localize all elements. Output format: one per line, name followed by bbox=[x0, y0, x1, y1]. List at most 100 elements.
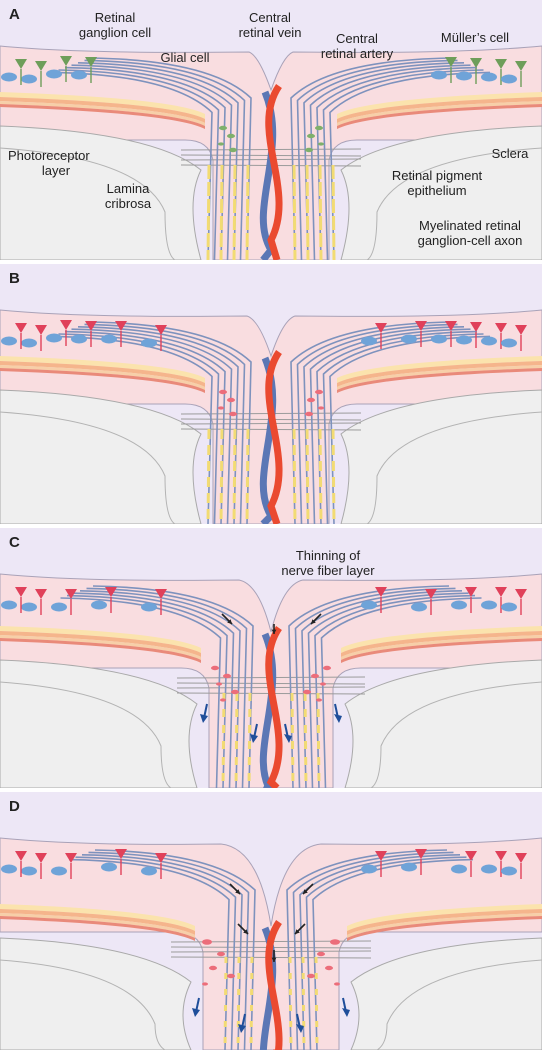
choroid-band-left bbox=[0, 631, 201, 657]
mullers-cell-nucleus bbox=[361, 600, 377, 610]
choroid-band-left bbox=[0, 368, 205, 393]
glial-cell bbox=[209, 965, 217, 971]
axon-left bbox=[58, 333, 220, 524]
retinal-ganglion-cell bbox=[515, 61, 527, 71]
myelin-sheath-left bbox=[219, 164, 224, 260]
label-myelinated-axon-line1: Myelinated retinal bbox=[419, 218, 521, 233]
retinal-ganglion-cell bbox=[35, 325, 47, 335]
panel-d-label: D bbox=[9, 798, 20, 815]
axon-left bbox=[77, 326, 239, 524]
retinal-ganglion-cell bbox=[60, 56, 72, 66]
label-retinal-ganglion-cell-line1: Retinal bbox=[94, 10, 136, 25]
tissue-loss-arrowhead bbox=[295, 929, 300, 934]
choroid-band-right bbox=[347, 904, 542, 931]
panel-d: D bbox=[0, 792, 542, 1050]
choroid-band-right bbox=[347, 913, 542, 938]
retinal-ganglion-cell bbox=[465, 587, 477, 597]
panel-b-drawing bbox=[0, 309, 542, 524]
sclera-inner-left bbox=[0, 959, 166, 1050]
glial-cell bbox=[307, 133, 315, 139]
sclera-inner-right bbox=[366, 147, 542, 260]
axon-left bbox=[58, 69, 220, 260]
sclera-right bbox=[340, 125, 542, 260]
retinal-ganglion-cell bbox=[15, 323, 27, 333]
retinal-ganglion-cell bbox=[15, 59, 27, 69]
panel-a: A Retinal ganglion cell Central retinal … bbox=[0, 0, 542, 260]
panel-c-drawing bbox=[0, 573, 542, 788]
choroid-band-right bbox=[347, 909, 542, 935]
mullers-cell-nucleus bbox=[1, 72, 17, 82]
mullers-cell-nucleus bbox=[481, 336, 497, 346]
sclera-inner-right bbox=[366, 411, 542, 524]
glial-cell bbox=[227, 397, 235, 403]
glial-cell bbox=[325, 965, 333, 971]
mullers-cell-nucleus bbox=[501, 74, 517, 84]
retinal-ganglion-cell bbox=[495, 587, 507, 597]
choroid-band-left bbox=[0, 97, 205, 123]
sclera-left bbox=[0, 389, 202, 524]
glial-cell bbox=[315, 125, 323, 131]
choroid-band-right bbox=[337, 361, 542, 387]
mullers-cell-nucleus bbox=[456, 71, 472, 81]
mullers-cell-nucleus bbox=[501, 338, 517, 348]
retinal-ganglion-cell bbox=[495, 851, 507, 861]
label-photoreceptor-layer-line2: layer bbox=[41, 163, 71, 178]
label-central-retinal-artery-line1: Central bbox=[336, 31, 378, 46]
choroid-band-left bbox=[0, 365, 205, 390]
panel-b-label: B bbox=[9, 270, 20, 287]
sclera-left bbox=[0, 659, 198, 788]
axon-right bbox=[296, 59, 458, 260]
retinal-ganglion-cell bbox=[445, 57, 457, 67]
mullers-cell-nucleus bbox=[361, 864, 377, 874]
mullers-cell-nucleus bbox=[141, 602, 157, 612]
mullers-cell-nucleus bbox=[51, 866, 67, 876]
retinal-ganglion-cell bbox=[115, 849, 127, 859]
glial-cell bbox=[315, 389, 323, 395]
axoplasmic-flow-arrowhead bbox=[200, 714, 208, 723]
glial-cell bbox=[227, 973, 235, 979]
axon-left bbox=[84, 59, 246, 260]
axon-right bbox=[320, 597, 482, 788]
glial-cell bbox=[220, 698, 226, 702]
retinal-ganglion-cell bbox=[85, 321, 97, 331]
label-central-retinal-vein-line2: retinal vein bbox=[238, 25, 302, 40]
central-retinal-artery bbox=[265, 350, 283, 524]
glial-cell bbox=[318, 142, 324, 146]
axon-left bbox=[86, 587, 248, 788]
mullers-cell-nucleus bbox=[51, 602, 67, 612]
tissue-loss-arrowhead bbox=[227, 619, 232, 624]
glial-cell bbox=[227, 133, 235, 139]
retinal-ganglion-cell bbox=[515, 853, 527, 863]
axon-left bbox=[64, 330, 226, 524]
panel-divider bbox=[0, 524, 542, 528]
mullers-cell-nucleus bbox=[481, 864, 497, 874]
glial-cell bbox=[216, 682, 222, 686]
label-thinning-line1: Thinning of bbox=[295, 548, 361, 563]
mullers-cell-nucleus bbox=[46, 333, 62, 343]
choroid-band-right bbox=[337, 97, 542, 123]
glial-cell bbox=[334, 982, 340, 986]
glial-cell bbox=[323, 665, 331, 671]
sclera-inner-right bbox=[376, 959, 542, 1050]
mullers-cell-nucleus bbox=[46, 69, 62, 79]
retinal-ganglion-cell bbox=[415, 321, 427, 331]
tissue-loss-arrowhead bbox=[243, 929, 248, 934]
axon-left bbox=[77, 62, 239, 260]
mullers-cell-nucleus bbox=[481, 72, 497, 82]
label-thinning-nerve-fiber-layer: Thinning of nerve fiber layer bbox=[268, 548, 388, 578]
myelin-sheath-right bbox=[305, 164, 310, 260]
tissue-loss-arrowhead bbox=[311, 619, 316, 624]
mullers-cell-nucleus bbox=[401, 334, 417, 344]
glial-cell bbox=[219, 125, 227, 131]
mullers-cell-nucleus bbox=[501, 866, 517, 876]
axoplasmic-flow-arrowhead bbox=[342, 1008, 350, 1017]
label-retinal-pigment-epithelium: Retinal pigment epithelium bbox=[372, 168, 502, 198]
label-lamina-cribrosa-line2: cribrosa bbox=[104, 196, 152, 211]
glial-cell bbox=[202, 982, 208, 986]
mullers-cell-nucleus bbox=[71, 70, 87, 80]
retinal-ganglion-cell bbox=[425, 589, 437, 599]
myelin-sheath-right bbox=[292, 164, 297, 260]
retinal-ganglion-cell bbox=[15, 587, 27, 597]
tissue-loss-arrowhead bbox=[235, 889, 240, 894]
axon-right bbox=[303, 62, 465, 260]
